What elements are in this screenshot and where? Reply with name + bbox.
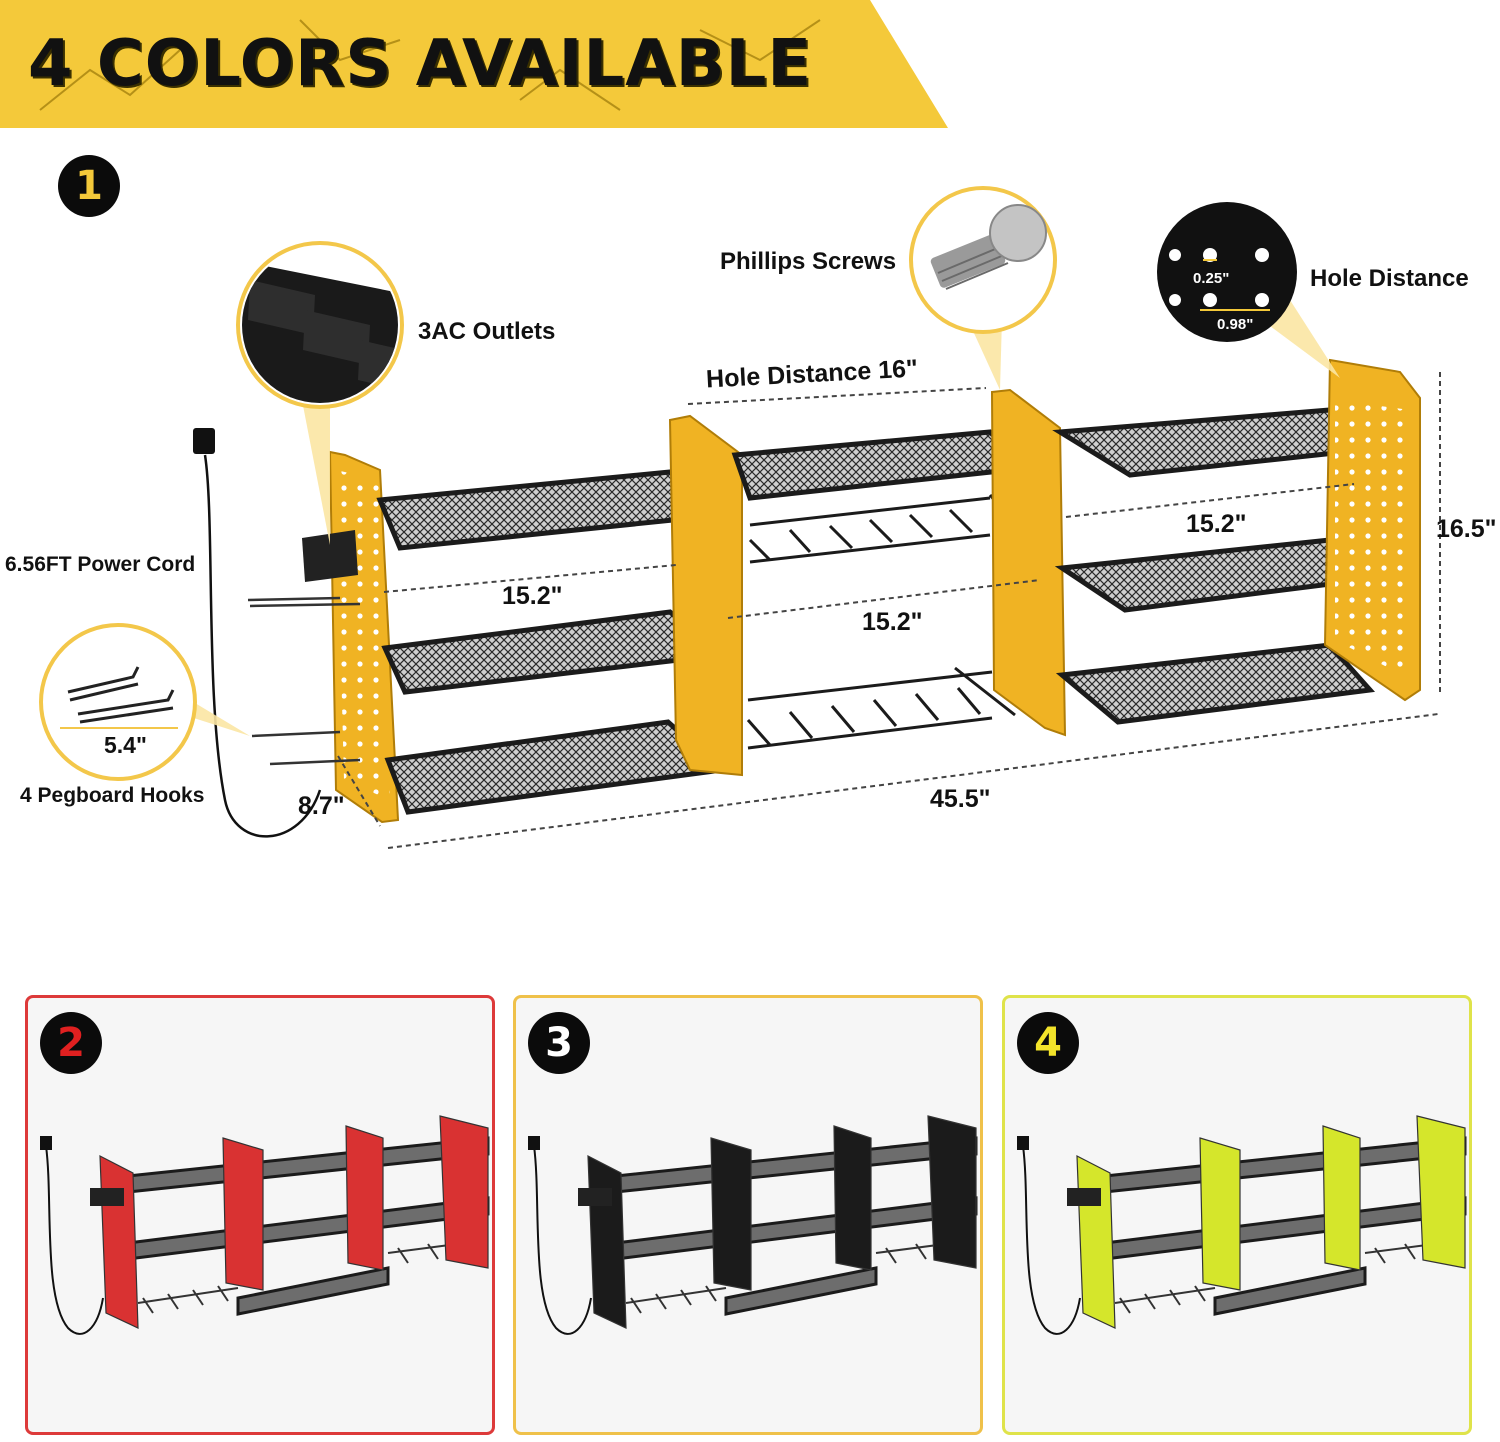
main-shelf-diagram xyxy=(175,300,1441,849)
mini-shelf xyxy=(1213,1266,1367,1316)
mini-side-panel xyxy=(1416,1115,1466,1269)
mini-shelf xyxy=(614,1136,978,1194)
shelf-left-width-label: 15.2" xyxy=(502,582,563,610)
pegboard-hook-icon: 5.4" xyxy=(38,622,198,782)
mini-side-panel xyxy=(833,1125,872,1271)
variant-panel-lime[interactable]: 4 xyxy=(1002,995,1472,1435)
mini-power-cord xyxy=(45,1145,104,1335)
hole-large-label: 0.98" xyxy=(1217,316,1254,333)
banner: 4 COLORS AVAILABLE xyxy=(0,0,950,128)
mini-side-panel xyxy=(1199,1137,1241,1291)
mini-shelf xyxy=(126,1196,490,1261)
variant-4-badge: 4 xyxy=(1017,1012,1079,1074)
mini-outlet-box xyxy=(1067,1188,1101,1206)
mini-shelf xyxy=(724,1266,878,1316)
total-width-label: 45.5" xyxy=(930,785,991,813)
variant-2-number: 2 xyxy=(57,1020,85,1066)
power-plug-icon xyxy=(193,428,215,454)
mini-power-plug-icon xyxy=(1017,1136,1029,1150)
tool-rack-lower xyxy=(746,666,1016,750)
mini-shelf xyxy=(1103,1196,1467,1261)
hole-pattern-icon: 0.25" 0.98" xyxy=(1155,200,1300,345)
mini-power-plug-icon xyxy=(40,1136,52,1150)
power-cord xyxy=(203,454,322,838)
variant-2-shelf xyxy=(40,1115,490,1335)
variant-panel-black[interactable]: 3 xyxy=(513,995,983,1435)
banner-background xyxy=(0,0,948,128)
mini-side-panel xyxy=(710,1137,752,1291)
variant-1-number: 1 xyxy=(75,163,103,209)
variant-2-badge: 2 xyxy=(40,1012,102,1074)
mini-outlet-box xyxy=(90,1188,124,1206)
side-panel-middle-left xyxy=(668,414,743,777)
outlets-label: 3AC Outlets xyxy=(418,318,556,345)
variant-3-shelf xyxy=(528,1115,978,1335)
mini-outlet-box xyxy=(578,1188,612,1206)
mini-shelf xyxy=(1103,1136,1467,1194)
mini-power-cord xyxy=(1022,1145,1081,1335)
pegboard-hooks xyxy=(247,596,361,766)
shelf-right-width-label: 15.2" xyxy=(1186,510,1247,538)
shelf-middle-top xyxy=(731,429,1034,501)
mini-power-cord xyxy=(533,1145,592,1335)
outlet-box xyxy=(302,530,358,582)
shelf-left-bottom xyxy=(384,719,728,815)
height-label: 16.5" xyxy=(1436,515,1497,543)
power-cord-label: 6.56FT Power Cord xyxy=(5,553,196,576)
variant-panel-red[interactable]: 2 xyxy=(25,995,495,1435)
mini-side-panel xyxy=(345,1125,384,1271)
mini-shelf xyxy=(236,1266,390,1316)
mini-side-panel xyxy=(1322,1125,1361,1271)
mini-side-panel xyxy=(927,1115,977,1269)
hole-small-label: 0.25" xyxy=(1193,270,1230,287)
outlet-closeup-icon xyxy=(235,240,405,410)
banner-title: 4 COLORS AVAILABLE xyxy=(28,27,813,101)
mini-side-panel xyxy=(1076,1154,1116,1329)
variant-3-badge: 3 xyxy=(528,1012,590,1074)
mini-shelf xyxy=(126,1136,490,1194)
mini-side-panel xyxy=(587,1154,627,1329)
depth-label: 8.7" xyxy=(298,792,345,820)
variant-3-number: 3 xyxy=(545,1020,573,1066)
hole-distance-label: Hole Distance xyxy=(1310,265,1469,292)
hook-length-label: 5.4" xyxy=(104,732,147,758)
shelf-right-bottom xyxy=(1055,642,1376,725)
mini-power-plug-icon xyxy=(528,1136,540,1150)
variant-4-shelf xyxy=(1017,1115,1467,1335)
mini-side-panel xyxy=(222,1137,264,1291)
side-panel-middle-right xyxy=(990,388,1067,737)
mini-shelf xyxy=(614,1196,978,1261)
variant-1-badge: 1 xyxy=(58,155,120,217)
mini-side-panel xyxy=(439,1115,489,1269)
dimension-lines xyxy=(337,372,1441,849)
shelf-left-middle xyxy=(381,609,729,695)
mini-side-panel xyxy=(99,1154,139,1329)
screws-label: Phillips Screws xyxy=(720,248,897,275)
variant-4-number: 4 xyxy=(1034,1020,1062,1066)
hooks-label: 4 Pegboard Hooks xyxy=(20,784,205,807)
shelf-middle-width-label: 15.2" xyxy=(862,608,923,636)
tool-rack-upper xyxy=(748,494,1022,564)
screw-icon xyxy=(908,185,1058,335)
